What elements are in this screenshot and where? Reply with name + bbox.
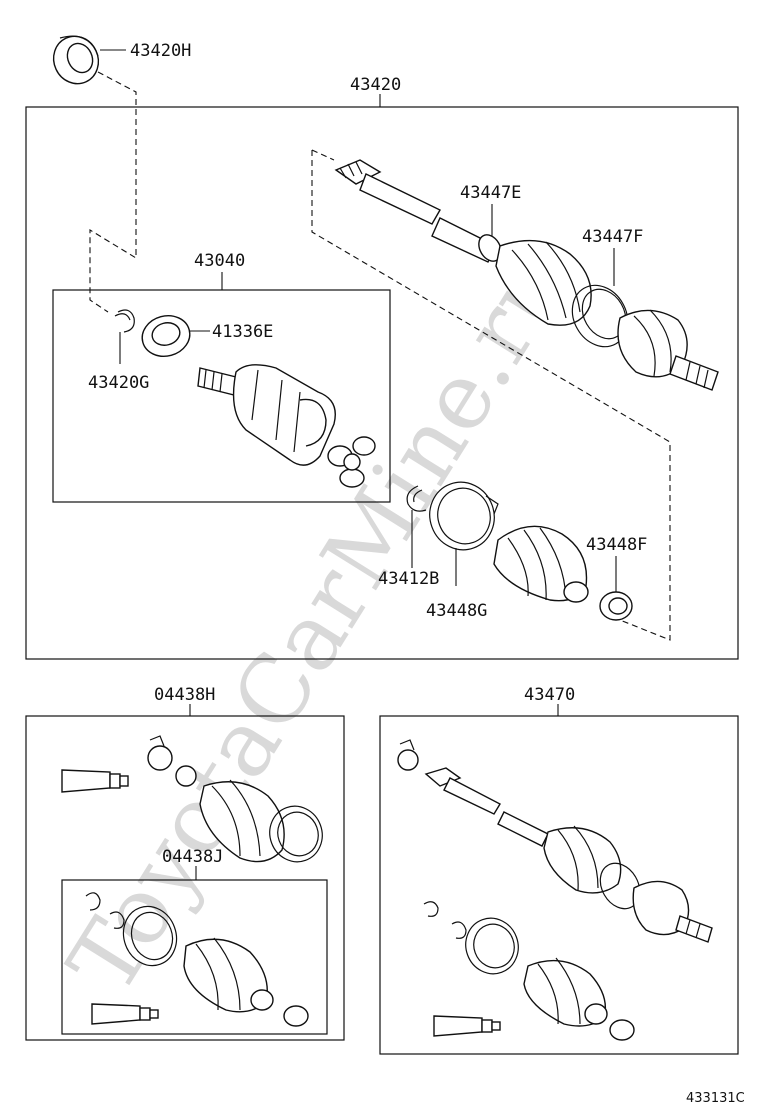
part-boot-lower-43470[interactable] [523, 957, 608, 1027]
part-small-ring-inner-kit[interactable] [109, 911, 125, 929]
label-43447F[interactable]: 43447F [582, 227, 643, 247]
part-small-clamp-43470[interactable] [609, 1019, 635, 1041]
part-grease-tube-43470[interactable] [433, 1015, 501, 1037]
part-43412B-snap-ring[interactable] [406, 485, 427, 512]
label-04438H[interactable]: 04438H [154, 685, 215, 705]
part-tripod-joint[interactable] [327, 436, 376, 488]
part-band-outer-kit[interactable] [262, 799, 330, 869]
label-43420G[interactable]: 43420G [88, 373, 149, 393]
assembly-box-43470 [379, 715, 739, 1055]
label-43448G[interactable]: 43448G [426, 601, 487, 621]
part-small-ring-43470[interactable] [451, 921, 467, 939]
part-inboard-boot[interactable] [493, 525, 589, 603]
label-04438J[interactable]: 04438J [162, 847, 223, 867]
part-clamp-outer-kit[interactable] [147, 735, 173, 771]
label-43470[interactable]: 43470 [524, 685, 575, 705]
part-snap-ring-43470[interactable] [423, 901, 439, 917]
label-43420H[interactable]: 43420H [130, 41, 191, 61]
part-grease-tube-inner-kit[interactable] [91, 1003, 159, 1025]
kit-box-04438J [61, 879, 328, 1035]
part-41336E-seal[interactable] [138, 310, 195, 361]
part-small-clamp-inner-kit[interactable] [283, 1005, 309, 1027]
kit-box-04438H [25, 715, 345, 1041]
figure-code: 433131C [686, 1091, 745, 1106]
part-inboard-joint-housing[interactable] [197, 364, 336, 466]
label-43447E[interactable]: 43447E [460, 183, 521, 203]
dashed-guide-43420H [89, 71, 137, 313]
part-outboard-boot[interactable] [495, 239, 592, 326]
part-43420G-snap-ring[interactable] [114, 309, 135, 333]
part-43448F-clamp[interactable] [599, 591, 633, 621]
part-boot-43470[interactable] [543, 825, 622, 894]
watermark: ToyotaCarMine.ru [48, 236, 588, 1012]
part-band-43470[interactable] [592, 856, 647, 916]
label-43420[interactable]: 43420 [350, 75, 401, 95]
part-43420H-seal[interactable] [46, 29, 106, 91]
part-43448G-clamp[interactable] [420, 473, 503, 559]
part-grease-tube-outer-kit[interactable] [61, 769, 129, 793]
dashed-guide-shaft [311, 150, 671, 641]
part-shaft-43470[interactable] [424, 767, 549, 847]
part-cv-joint-43470[interactable] [632, 880, 713, 943]
part-boot-outer-kit[interactable] [199, 779, 285, 863]
label-43412B[interactable]: 43412B [378, 569, 439, 589]
part-snap-ring-inner-kit[interactable] [85, 892, 101, 911]
part-band-inner-kit[interactable] [115, 899, 184, 973]
part-small-clamp-outer-kit[interactable] [175, 765, 197, 787]
part-outboard-cv-joint[interactable] [617, 309, 719, 391]
part-boot-inner-kit[interactable] [183, 937, 274, 1013]
part-clamp-43470[interactable] [397, 739, 419, 771]
part-band-lower-43470[interactable] [458, 911, 526, 981]
part-43447F-clamp[interactable] [561, 275, 638, 356]
label-43040[interactable]: 43040 [194, 251, 245, 271]
label-43448F[interactable]: 43448F [586, 535, 647, 555]
label-41336E[interactable]: 41336E [212, 322, 273, 342]
assembly-box-43420 [25, 106, 739, 660]
part-drive-shaft[interactable] [334, 159, 506, 265]
